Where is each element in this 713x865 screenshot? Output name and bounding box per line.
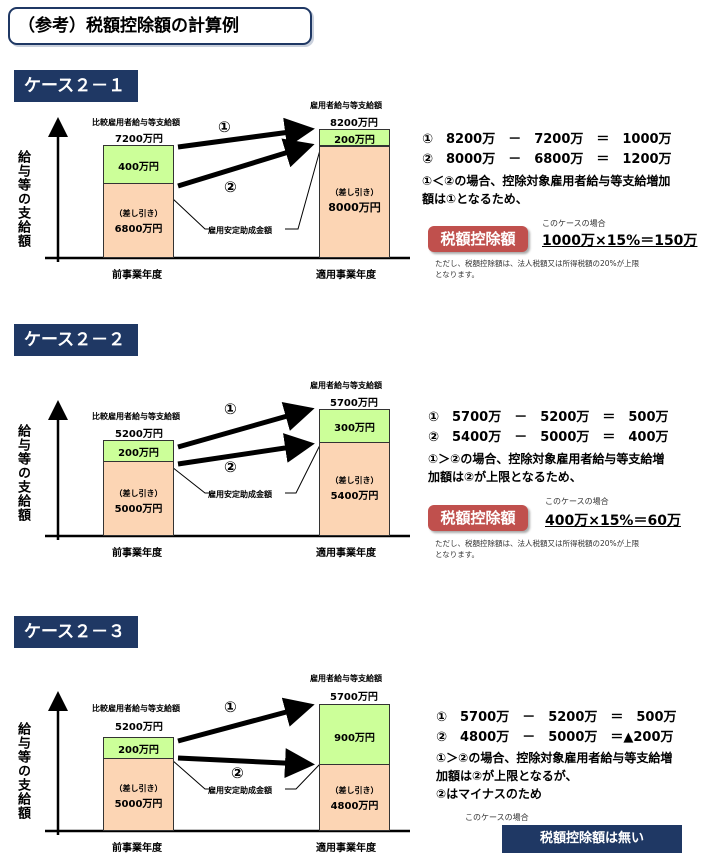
arrow-1 [177,117,315,150]
y-axis-label-2: 給与等の支給額 [15,424,30,522]
case2-circle-1: ① [224,400,237,418]
case3-calc-2: ② 4800万 － 5000万 ＝▲200万 [436,730,674,745]
case1-calc-1: ① 8200万 － 7200万 ＝ 1000万 [422,132,672,147]
case3-comparison-label: 比較雇用者給与等支給額 [92,704,180,713]
case2-note-2: 加額は②が上限となるため、 [428,470,582,484]
case2-footnote: ただし、税額控除額は、法人税額又は所得税額の20%が上限となります。 [435,539,640,559]
case1-formula: 1000万×15%＝150万 [542,233,698,249]
case1-x-prev: 前事業年度 [112,270,162,281]
case3-no-credit-box: 税額控除額は無い [502,825,682,853]
case1-credit-pill: 税額控除額 [428,226,528,252]
case-badge-2: ケース２－２ [14,324,138,356]
case1-app-top-bar: 200万円 [319,129,390,146]
case-badge-3: ケース２－３ [14,616,138,648]
case2-formula: 400万×15%＝60万 [545,513,681,529]
case2-app-total: 5700万円 [330,398,378,409]
case3-x-applied: 適用事業年度 [316,843,376,854]
case1-prev-total: 7200万円 [115,134,163,145]
arrow-2 [177,138,315,189]
case3-prev-bottom-bar: （差し引き） 5000万円 [103,758,174,831]
case1-calc-2: ② 8000万 － 6800万 ＝ 1200万 [422,152,672,167]
case1-app-bottom-bar: （差し引き） 8000万円 [319,146,390,258]
case1-circle-2: ② [224,178,237,196]
case1-prev-bottom-bar: （差し引き） 6800万円 [103,183,174,258]
case2-prev-bottom-bar: （差し引き） 5000万円 [103,461,174,536]
case3-note-1: ①＞②の場合、控除対象雇用者給与等支給増 [436,751,673,765]
case-badge-1: ケース２－１ [14,70,138,102]
case2-circle-2: ② [224,458,237,476]
case1-note-1: ①＜②の場合、控除対象雇用者給与等支給増加 [422,174,671,188]
case3-circle-2: ② [231,764,244,782]
case3-app-top-bar: 900万円 [319,704,390,765]
case1-comparison-label: 比較雇用者給与等支給額 [92,118,180,127]
case2-applied-label: 雇用者給与等支給額 [310,381,382,390]
case3-prev-total: 5200万円 [115,722,163,733]
case2-x-prev: 前事業年度 [112,548,162,559]
case1-note-2: 額は①となるため、 [422,192,528,206]
case2-calc-2: ② 5400万 － 5000万 ＝ 400万 [428,430,669,445]
y-axis-label: 給与等の支給額 [15,150,30,248]
y-axis-label-3: 給与等の支給額 [15,722,30,820]
case2-comparison-label: 比較雇用者給与等支給額 [92,412,180,421]
case3-app-total: 5700万円 [330,692,378,703]
case1-footnote: ただし、税額控除額は、法人税額又は所得税額の20%が上限となります。 [435,259,640,279]
case1-subsidy-label: 雇用安定助成金額 [208,226,272,235]
case3-calc-1: ① 5700万 － 5200万 ＝ 500万 [436,710,677,725]
case3-circle-1: ① [224,698,237,716]
case3-app-bottom-bar: （差し引き） 4800万円 [319,764,390,831]
case1-prev-top-bar: 400万円 [103,145,174,184]
case2-calc-1: ① 5700万 － 5200万 ＝ 500万 [428,410,669,425]
case3-x-prev: 前事業年度 [112,843,162,854]
case1-app-total: 8200万円 [330,118,378,129]
case1-circle-1: ① [218,118,231,136]
case1-applied-label: 雇用者給与等支給額 [310,101,382,110]
case3-applied-label: 雇用者給与等支給額 [310,674,382,683]
case3-note-2: 加額は②が上限となるが、 [436,769,578,783]
case3-note-3: ②はマイナスのため [436,787,542,801]
case2-note-1: ①＞②の場合、控除対象雇用者給与等支給増 [428,452,665,466]
case3-prev-top-bar: 200万円 [103,737,174,759]
case1-x-applied: 適用事業年度 [316,270,376,281]
case2-prev-top-bar: 200万円 [103,440,174,462]
case2-subsidy-label: 雇用安定助成金額 [208,490,272,499]
case2-app-bottom-bar: （差し引き） 5400万円 [319,442,390,536]
case2-this-case: このケースの場合 [545,497,609,506]
case1-this-case: このケースの場合 [542,219,606,228]
case2-prev-total: 5200万円 [115,429,163,440]
case2-x-applied: 適用事業年度 [316,548,376,559]
case3-subsidy-label: 雇用安定助成金額 [208,786,272,795]
case2-app-top-bar: 300万円 [319,409,390,443]
case2-credit-pill: 税額控除額 [428,505,528,531]
page-title: （参考）税額控除額の計算例 [8,7,312,45]
case3-this-case: このケースの場合 [465,813,529,822]
